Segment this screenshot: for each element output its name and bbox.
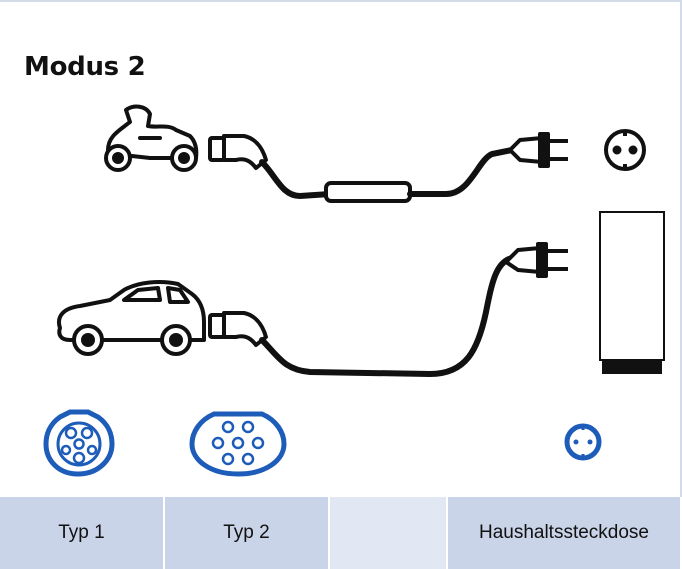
car-icon bbox=[57, 280, 206, 356]
vehicle-connector-icon bbox=[208, 311, 268, 347]
in-cable-control-box bbox=[324, 181, 412, 203]
charging-cable bbox=[259, 255, 515, 378]
label-type1: Typ 1 bbox=[0, 497, 163, 569]
household-socket-icon bbox=[604, 129, 646, 171]
page-title: Modus 2 bbox=[24, 52, 146, 82]
household-plug-icon bbox=[504, 242, 568, 278]
charging-diagram bbox=[43, 104, 665, 477]
charging-cable bbox=[407, 147, 515, 197]
connector-label-row: Typ 1 Typ 2 Haushaltssteckdose bbox=[0, 497, 682, 569]
motorbike-icon bbox=[104, 104, 199, 172]
type1-connector-icon bbox=[43, 409, 115, 477]
household-socket-icon bbox=[564, 423, 602, 461]
label-household-socket: Haushaltssteckdose bbox=[448, 497, 680, 569]
label-empty bbox=[330, 497, 446, 569]
charging-cable bbox=[259, 159, 333, 200]
household-plug-icon bbox=[508, 132, 568, 168]
label-type2: Typ 2 bbox=[165, 497, 328, 569]
type2-connector-icon bbox=[189, 411, 287, 477]
wall-outlet-box bbox=[599, 211, 665, 374]
vehicle-connector-icon bbox=[208, 134, 268, 170]
